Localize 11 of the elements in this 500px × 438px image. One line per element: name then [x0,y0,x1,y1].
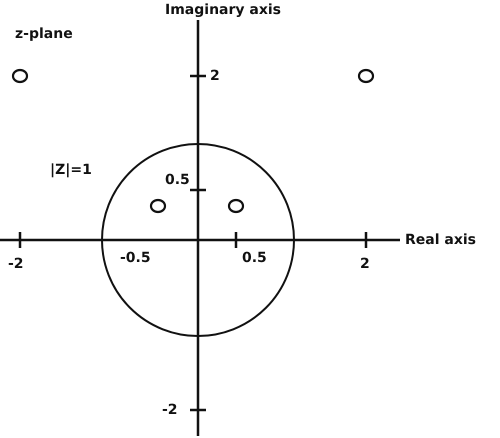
tick-label: -0.5 [120,250,151,266]
tick-label: 0.5 [242,250,267,266]
tick-label: -2 [162,402,178,418]
tick-label: 0.5 [165,172,190,188]
tick-label: 2 [360,256,370,272]
axis-title: Real axis [405,232,476,248]
plane-label: z-plane [15,26,73,42]
circle-label: |Z|=1 [50,162,92,178]
tick-label: 2 [210,68,220,84]
tick-label: -2 [8,256,24,272]
axis-title: Imaginary axis [165,2,281,18]
